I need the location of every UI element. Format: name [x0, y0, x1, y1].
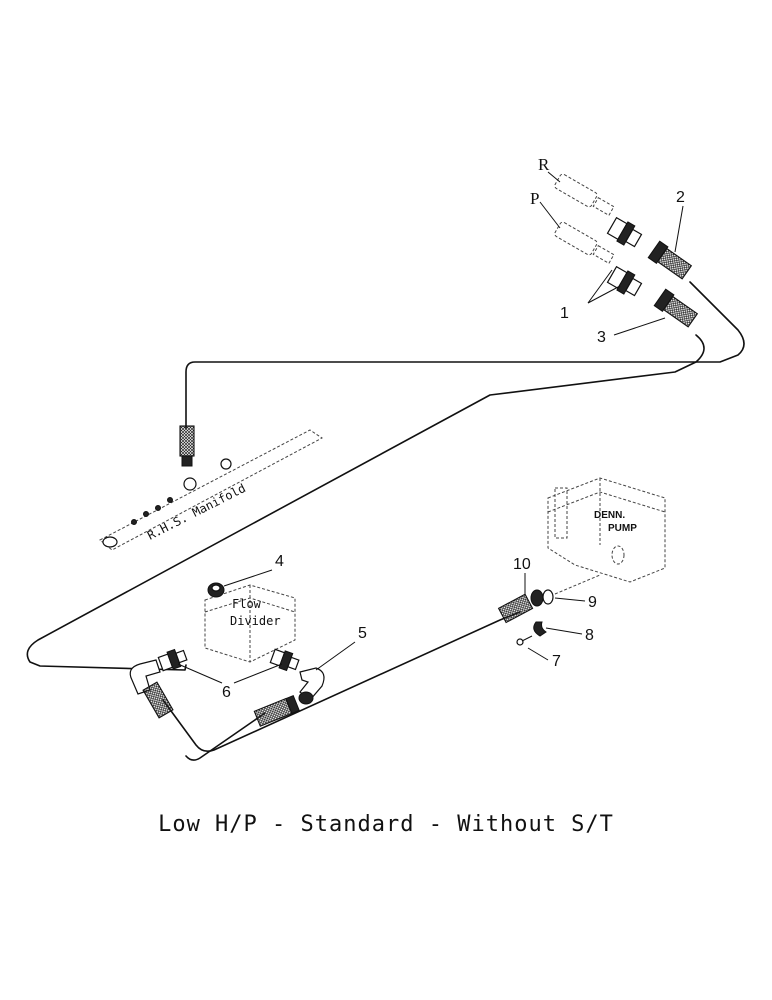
hose-flow-divider-inner	[185, 712, 266, 761]
hose-flow-divider-to-pump	[162, 611, 521, 752]
hose-pressure-to-manifold	[185, 281, 745, 429]
callout-6: 6	[222, 684, 231, 701]
callout-3: 3	[597, 329, 606, 346]
port-label-p: P	[530, 189, 539, 208]
flow-divider-label-1: Flow	[232, 597, 262, 611]
adapter-lower	[606, 265, 643, 297]
diagram-caption: Low H/P - Standard - Without S/T	[158, 812, 614, 837]
elbow-right	[253, 667, 325, 727]
callout-5: 5	[358, 625, 367, 642]
valve-ports	[539, 171, 615, 265]
adapter-upper	[606, 216, 643, 248]
hose-end-upper	[647, 240, 693, 280]
manifold-label: R.H.S. Manifold	[145, 481, 248, 543]
hose-return-to-flow-divider	[26, 334, 705, 671]
rhs-manifold	[99, 429, 323, 551]
callout-9: 9	[588, 594, 597, 611]
pump-connector	[497, 574, 601, 646]
callout-4: 4	[275, 553, 284, 570]
callout-10: 10	[513, 556, 531, 573]
manifold-hose-end	[179, 425, 195, 467]
port-p-outline	[554, 221, 615, 265]
port-label-r: R	[538, 155, 550, 174]
pump-label-2: PUMP	[608, 523, 637, 534]
plug-item-4	[207, 582, 225, 598]
pump-label-1: DENN.	[594, 510, 625, 521]
callout-1: 1	[560, 305, 569, 322]
port-r-outline	[554, 173, 615, 217]
fitting-left	[157, 648, 188, 672]
denn-pump	[547, 477, 666, 583]
elbow-left	[129, 659, 174, 719]
callout-2: 2	[676, 189, 685, 206]
callout-8: 8	[585, 627, 594, 644]
fitting-right	[269, 648, 300, 672]
callout-7: 7	[552, 653, 561, 670]
hose-end-lower	[653, 288, 699, 328]
callouts: R P 1 2 3 4 5 6 7 8 9 10	[177, 155, 685, 701]
flow-divider	[204, 584, 296, 663]
flow-divider-label-2: Divider	[230, 614, 281, 628]
